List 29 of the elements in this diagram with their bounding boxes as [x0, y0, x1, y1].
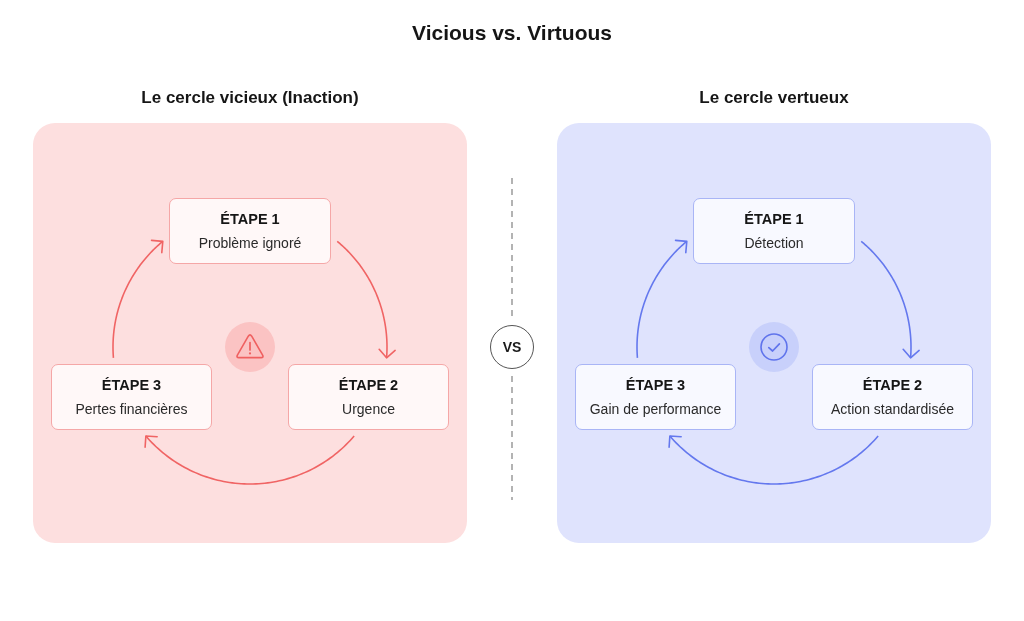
vs-label: VS	[502, 339, 522, 355]
step-text: Détection	[744, 234, 804, 252]
step-box	[575, 364, 736, 430]
step-label: ÉTAPE 2	[338, 376, 399, 394]
arrow	[636, 239, 688, 359]
step-label: ÉTAPE 1	[220, 210, 280, 228]
arrow	[668, 435, 879, 485]
arrow	[336, 240, 396, 359]
arrow	[144, 435, 355, 485]
step-box	[169, 198, 331, 264]
panel-heading: Le cercle vertueux	[699, 87, 849, 109]
step-label: ÉTAPE 2	[862, 376, 923, 394]
step-box	[51, 364, 212, 430]
step-text: Urgence	[342, 400, 395, 418]
diagram-title: Vicious vs. Virtuous	[412, 20, 612, 46]
panel-heading: Le cercle vicieux (Inaction)	[141, 87, 359, 109]
step-label: ÉTAPE 3	[101, 376, 162, 394]
step-label: ÉTAPE 3	[625, 376, 686, 394]
step-text: Gain de performance	[589, 400, 722, 418]
step-box	[812, 364, 973, 430]
step-label: ÉTAPE 1	[744, 210, 804, 228]
arrow	[860, 240, 920, 359]
step-text: Action standardisée	[831, 400, 954, 418]
arrow	[112, 239, 164, 359]
step-box	[693, 198, 855, 264]
step-text: Problème ignoré	[198, 234, 302, 252]
step-text: Pertes financières	[75, 400, 188, 418]
step-box	[288, 364, 449, 430]
vs-circle	[490, 325, 534, 369]
